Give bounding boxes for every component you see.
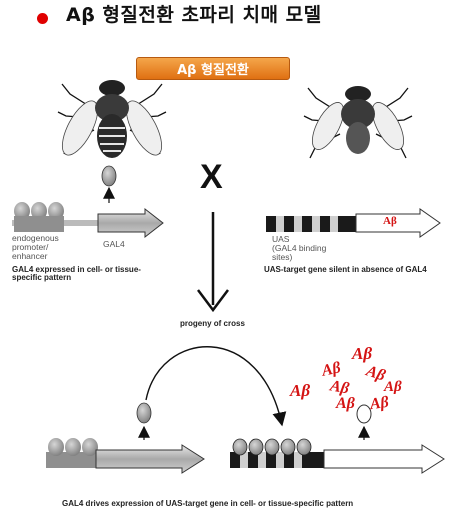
transgenic-badge: Aβ 형질전환	[136, 57, 290, 80]
abeta-gene-label: Aβ	[383, 215, 397, 227]
driver-caption: GAL4 expressed in cell- or tissue- speci…	[12, 265, 141, 283]
driver-construct	[12, 165, 164, 239]
bottom-caption: GAL4 drives expression of UAS-target gen…	[62, 499, 354, 508]
fly-right-icon	[303, 86, 413, 159]
responder-caption: UAS-target gene silent in absence of GAL…	[264, 265, 427, 274]
abeta-peptide: Aβ	[336, 395, 355, 412]
gal4-label: GAL4	[103, 239, 125, 249]
abeta-peptide: Aβ	[368, 393, 390, 414]
badge-label: Aβ 형질전환	[177, 63, 249, 78]
cross-symbol: X	[200, 158, 223, 196]
abeta-peptide: Aβ	[352, 344, 373, 363]
progeny-label: progeny of cross	[180, 319, 245, 328]
progeny-construct	[46, 402, 445, 474]
fly-left-icon	[57, 80, 167, 158]
responder-construct	[266, 208, 441, 238]
page-title: Aβ 형질전환 초파리 치매 모델	[66, 4, 322, 26]
uas-label: UAS (GAL4 binding sites)	[272, 234, 327, 262]
bullet-icon	[37, 13, 48, 24]
abeta-peptide: Aβ	[384, 379, 402, 395]
abeta-peptide: Aβ	[290, 381, 311, 400]
activation-arc	[145, 346, 287, 427]
enhancer-label: endogenous promoter/ enhancer	[12, 233, 59, 261]
